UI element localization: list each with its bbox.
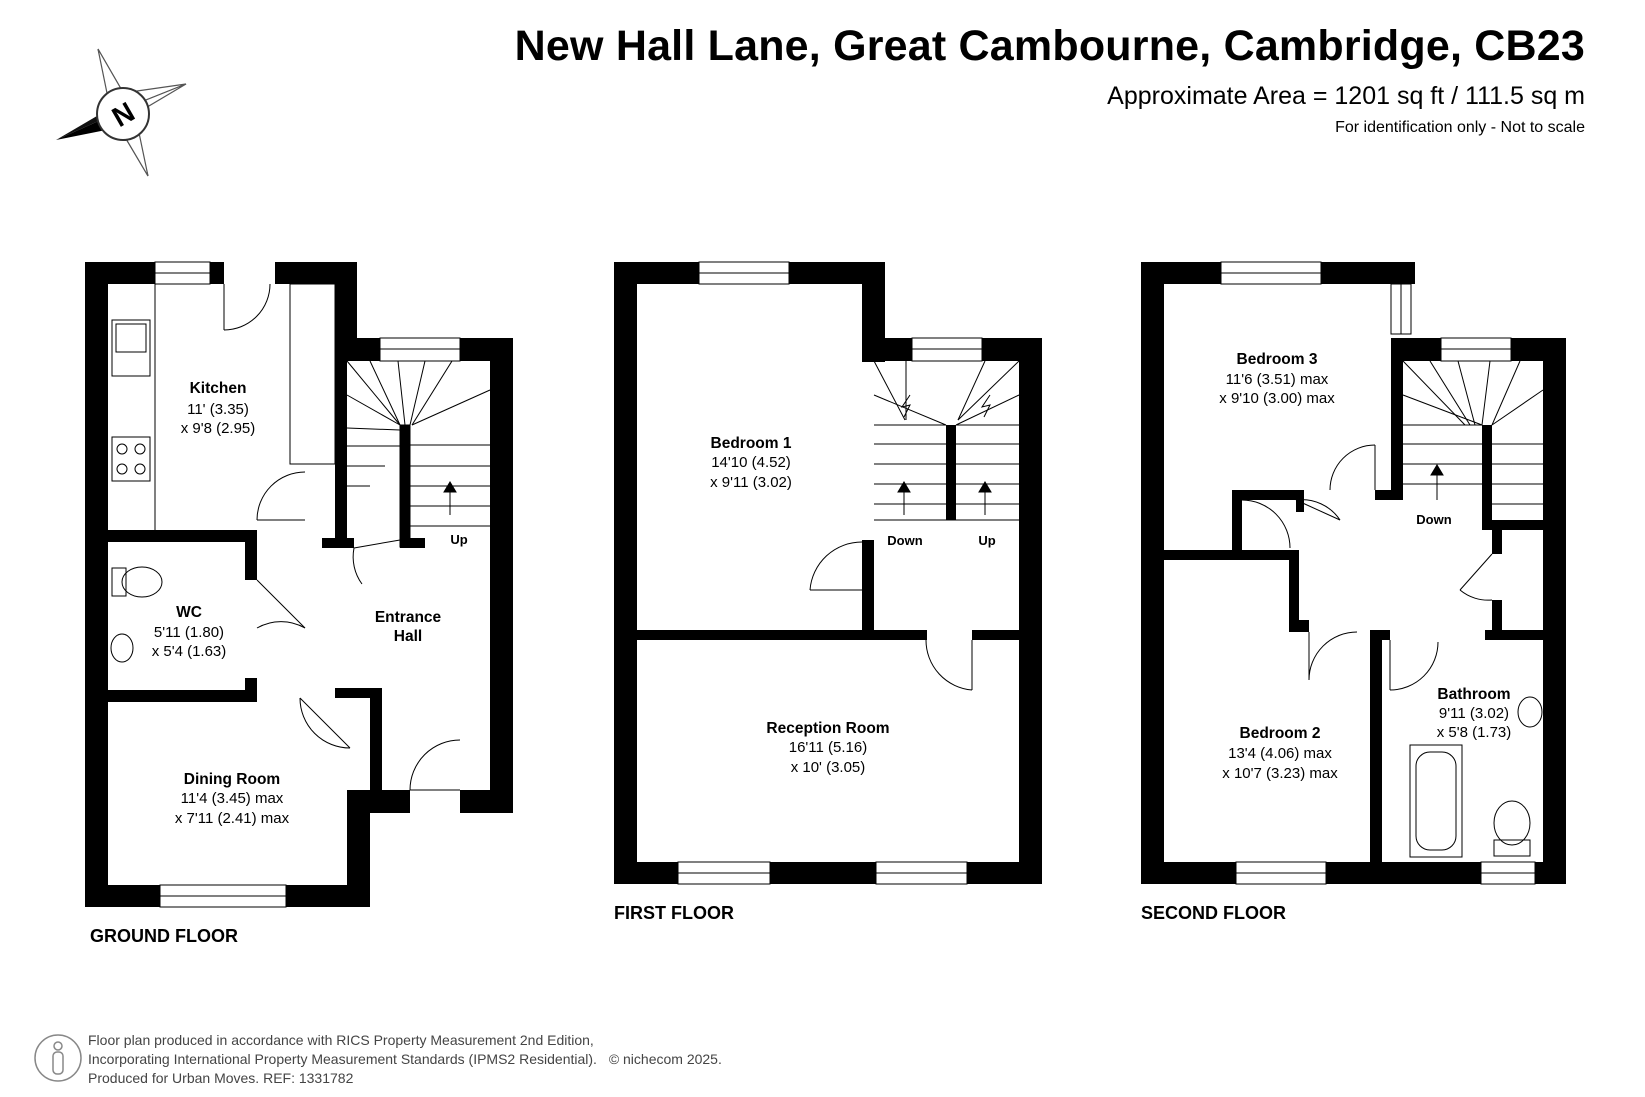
ground-stairs-up-label: Up: [450, 532, 467, 547]
entrance-hall-name-1: Entrance: [375, 609, 442, 626]
bedroom-3-name: Bedroom 3: [1237, 351, 1318, 368]
page-title: New Hall Lane, Great Cambourne, Cambridg…: [514, 22, 1585, 70]
footer-copyright: © nichecom 2025.: [608, 1051, 722, 1067]
bathroom-name: Bathroom: [1437, 686, 1510, 703]
reception-room-name: Reception Room: [766, 720, 889, 737]
dining-room-dim-1: 11'4 (3.45) max: [181, 790, 284, 807]
ground-floor-plan: Up Kitchen 11' (3.35) x 9'8 (2.95) WC 5'…: [85, 261, 513, 908]
person-accessibility-icon: [34, 1034, 82, 1082]
wc-dim-1: 5'11 (1.80): [154, 624, 224, 641]
wc-name: WC: [176, 604, 202, 621]
disclaimer-note: For identification only - Not to scale: [1335, 119, 1585, 136]
bedroom-2-dim-2: x 10'7 (3.23) max: [1222, 765, 1338, 782]
bathroom-dim-2: x 5'8 (1.73): [1437, 724, 1512, 741]
bathroom-dim-1: 9'11 (3.02): [1439, 705, 1509, 722]
bedroom-2-name: Bedroom 2: [1240, 725, 1321, 742]
ground-floor-label: GROUND FLOOR: [90, 926, 238, 946]
footer-line-2-container: Incorporating International Property Mea…: [88, 1051, 722, 1067]
footer-line-1: Floor plan produced in accordance with R…: [88, 1032, 594, 1048]
second-floor-plan: Down Bedroom 3 11'6 (3.51) max x 9'10 (3…: [1141, 261, 1566, 885]
reception-room-dim-1: 16'11 (5.16): [789, 739, 867, 756]
first-stairs-down-label: Down: [887, 533, 922, 548]
reception-room-dim-2: x 10' (3.05): [791, 759, 866, 776]
kitchen-dim-2: x 9'8 (2.95): [181, 420, 256, 437]
bedroom-2-dim-1: 13'4 (4.06) max: [1228, 745, 1332, 762]
bedroom-3-dim-1: 11'6 (3.51) max: [1226, 371, 1329, 388]
kitchen-dim-1: 11' (3.35): [187, 401, 249, 418]
dining-room-dim-2: x 7'11 (2.41) max: [175, 810, 290, 827]
second-stairs-down-label: Down: [1416, 512, 1451, 527]
entrance-hall-name-2: Hall: [394, 628, 422, 645]
wc-dim-2: x 5'4 (1.63): [152, 643, 227, 660]
bedroom-3-dim-2: x 9'10 (3.00) max: [1219, 390, 1335, 407]
footer-line-2: Incorporating International Property Mea…: [88, 1051, 597, 1067]
approximate-area: Approximate Area = 1201 sq ft / 111.5 sq…: [1107, 82, 1585, 110]
first-stairs-up-label: Up: [978, 533, 995, 548]
dining-room-name: Dining Room: [184, 771, 280, 788]
bedroom-1-name: Bedroom 1: [711, 435, 792, 452]
kitchen-name: Kitchen: [190, 380, 247, 397]
first-floor-label: FIRST FLOOR: [614, 903, 734, 923]
footer-line-3: Produced for Urban Moves. REF: 1331782: [88, 1070, 354, 1086]
compass-rose-icon: N: [56, 48, 187, 177]
bedroom-1-dim-2: x 9'11 (3.02): [710, 474, 792, 491]
first-floor-plan: Down Up Bedroom 1 14'10 (4.52) x 9'11 (3…: [614, 261, 1042, 885]
bedroom-1-dim-1: 14'10 (4.52): [711, 454, 791, 471]
second-floor-label: SECOND FLOOR: [1141, 903, 1287, 923]
